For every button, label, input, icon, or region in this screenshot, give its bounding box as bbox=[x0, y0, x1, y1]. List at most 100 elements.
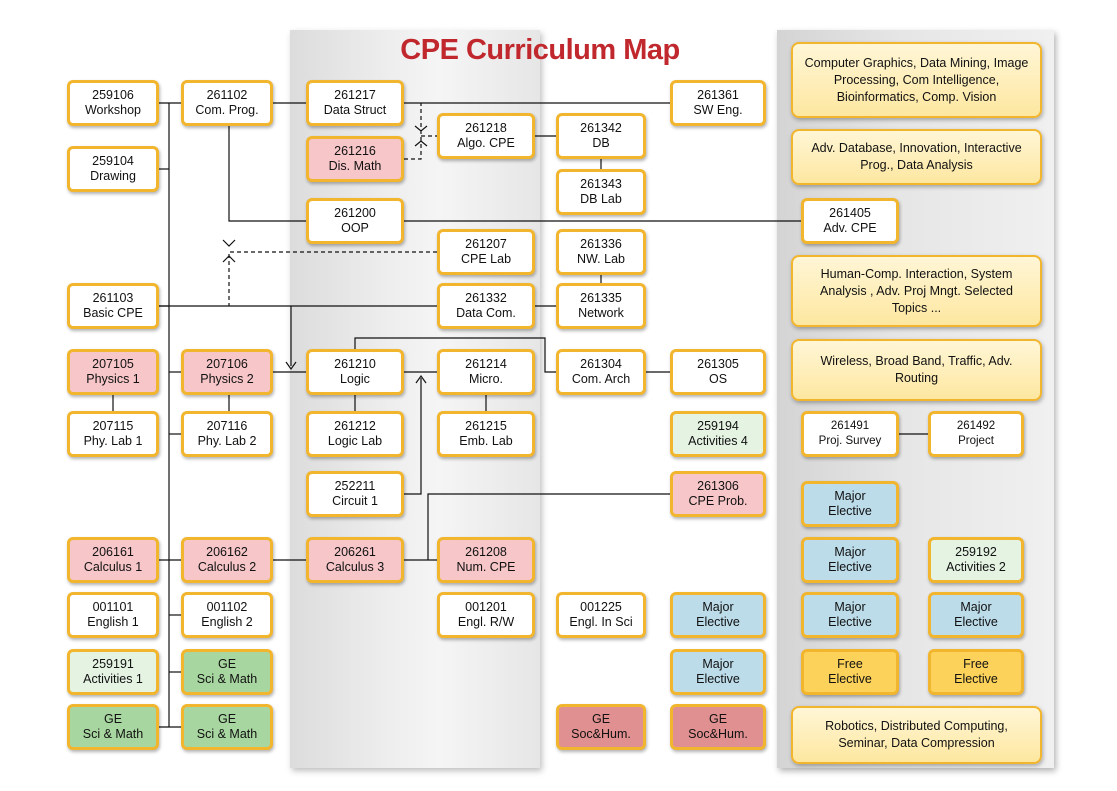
course-code: 259192 bbox=[955, 545, 997, 559]
course-name: Circuit 1 bbox=[332, 494, 378, 508]
course-code: 261336 bbox=[580, 237, 622, 251]
course-name: OS bbox=[708, 372, 728, 386]
course-name: CPE Lab bbox=[460, 252, 512, 266]
course-code: 206162 bbox=[206, 545, 248, 559]
course-code: 261405 bbox=[829, 206, 871, 220]
topic-box-t-robotics: Robotics, Distributed Computing, Seminar… bbox=[791, 706, 1042, 764]
course-code: 261208 bbox=[465, 545, 507, 559]
course-code: GE bbox=[708, 712, 728, 726]
course-code: 261342 bbox=[580, 121, 622, 135]
course-name: Activities 4 bbox=[688, 434, 748, 448]
course-code: 261361 bbox=[697, 88, 739, 102]
course-name: Elective bbox=[954, 672, 998, 686]
course-code: 207115 bbox=[92, 419, 134, 433]
course-name: Dis. Math bbox=[328, 159, 382, 173]
course-name: Elective bbox=[828, 504, 872, 518]
course-name: Elective bbox=[828, 560, 872, 574]
course-code: 261491 bbox=[830, 420, 870, 432]
course-code: 261304 bbox=[580, 357, 622, 371]
course-name: Sci & Math bbox=[196, 727, 258, 741]
line-comprog-oop bbox=[228, 126, 306, 222]
course-name: Num. CPE bbox=[456, 560, 516, 574]
course-code: 261335 bbox=[580, 291, 622, 305]
course-code: 261332 bbox=[465, 291, 507, 305]
course-name: Proj. Survey bbox=[818, 435, 882, 447]
course-name: Elective bbox=[696, 615, 740, 629]
course-code: 261343 bbox=[580, 177, 622, 191]
course-code: 261212 bbox=[334, 419, 376, 433]
topic-box-t-hci: Human-Comp. Interaction, System Analysis… bbox=[791, 255, 1042, 327]
course-code: 252211 bbox=[334, 479, 376, 493]
course-name: Micro. bbox=[468, 372, 504, 386]
course-code: 207106 bbox=[206, 357, 248, 371]
course-code: 259104 bbox=[92, 154, 134, 168]
course-name: Elective bbox=[828, 672, 872, 686]
course-name: English 2 bbox=[201, 615, 253, 629]
course-code: 259106 bbox=[92, 88, 134, 102]
course-code: GE bbox=[217, 712, 237, 726]
course-code: 001225 bbox=[580, 600, 622, 614]
course-name: Physics 2 bbox=[200, 372, 254, 386]
course-name: Elective bbox=[954, 615, 998, 629]
course-code: Major bbox=[834, 600, 866, 614]
course-name: Logic bbox=[340, 372, 370, 386]
course-name: Basic CPE bbox=[83, 306, 143, 320]
course-name: Logic Lab bbox=[327, 434, 383, 448]
arrow-micro bbox=[415, 374, 427, 384]
course-code: 261214 bbox=[465, 357, 507, 371]
course-code: 261102 bbox=[206, 88, 248, 102]
course-name: Drawing bbox=[90, 169, 136, 183]
line-circuit-micro bbox=[404, 378, 422, 495]
course-code: 261217 bbox=[334, 88, 376, 102]
course-name: Calculus 2 bbox=[197, 560, 257, 574]
topic-box-t-graphics: Computer Graphics, Data Mining, Image Pr… bbox=[791, 42, 1042, 118]
course-code: Major bbox=[834, 545, 866, 559]
course-name: Adv. CPE bbox=[823, 221, 877, 235]
course-name: DB bbox=[592, 136, 610, 150]
course-code: 207116 bbox=[206, 419, 248, 433]
arrow-logic bbox=[285, 361, 297, 371]
course-code: 261103 bbox=[92, 291, 134, 305]
course-code: 261306 bbox=[697, 479, 739, 493]
course-name: Algo. CPE bbox=[457, 136, 515, 150]
course-name: Soc&Hum. bbox=[571, 727, 631, 741]
course-name: Engl. In Sci bbox=[569, 615, 633, 629]
arrow-cpelab bbox=[222, 239, 236, 263]
line-logic-comarch bbox=[354, 337, 556, 373]
course-code: GE bbox=[591, 712, 611, 726]
course-name: English 1 bbox=[87, 615, 139, 629]
course-name: Phy. Lab 2 bbox=[197, 434, 257, 448]
course-code: Free bbox=[963, 657, 989, 671]
course-code: 259194 bbox=[697, 419, 739, 433]
course-name: Network bbox=[578, 306, 624, 320]
